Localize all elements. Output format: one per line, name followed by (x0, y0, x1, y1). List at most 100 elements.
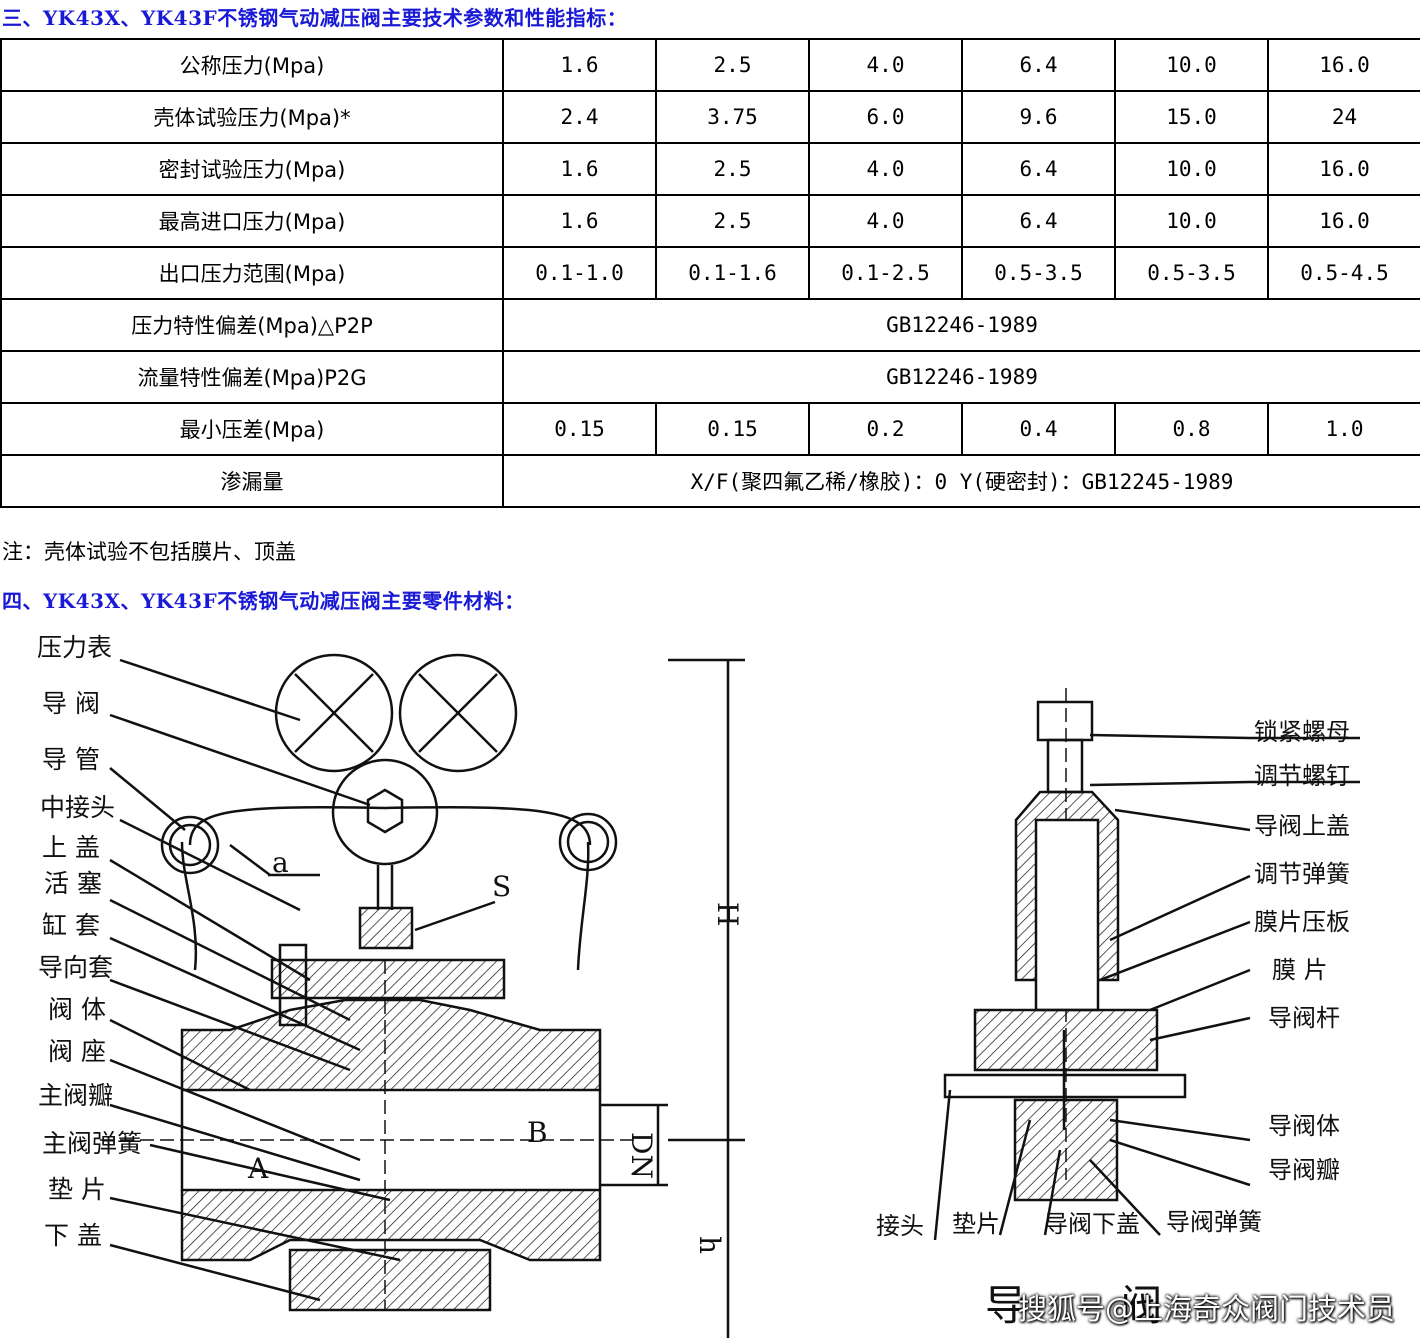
row-label: 最小压差(Mpa) (0, 402, 504, 456)
row-merged-value: GB12246-1989 (502, 298, 1420, 352)
row-value: 2.5 (655, 38, 810, 92)
row-label: 壳体试验压力(Mpa)* (0, 90, 504, 144)
row-value: 6.4 (961, 38, 1116, 92)
row-label: 公称压力(Mpa) (0, 38, 504, 92)
pilot-title: 导 阀 (985, 1281, 1203, 1330)
main-label-seat: 阀 座 (48, 1037, 106, 1066)
section3-heading: 三、YK43X、YK43F不锈钢气动减压阀主要技术参数和性能指标： (2, 6, 628, 30)
row-value: 1.6 (502, 194, 657, 248)
letter-s: S (492, 870, 511, 903)
row-value: 15.0 (1114, 90, 1269, 144)
row-label: 渗漏量 (0, 454, 504, 508)
row-value: 6.4 (961, 194, 1116, 248)
row-value: 10.0 (1114, 142, 1269, 196)
pilot-valve-sketch (933, 688, 1360, 1241)
row-value: 0.2 (808, 402, 963, 456)
row-value: 4.0 (808, 142, 963, 196)
valve-drawing: 压力表 导 阀 导 管 中接头 上 盖 活 塞 缸 套 导向套 阀 体 阀 座 … (37, 633, 1360, 1338)
pilot-label-bottom-cover: 导阀下盖 (1044, 1210, 1140, 1238)
row-value: 2.5 (655, 194, 810, 248)
pilot-label-body: 导阀体 (1268, 1112, 1340, 1140)
letter-b: B (527, 1116, 548, 1149)
row-value: 16.0 (1267, 194, 1420, 248)
pilot-label-gasket: 垫片 (952, 1210, 1000, 1238)
pilot-label-top-cover: 导阀上盖 (1254, 812, 1350, 840)
pilot-label-adjust-spring: 调节弹簧 (1254, 860, 1350, 888)
row-value: 1.6 (502, 38, 657, 92)
pilot-label-lock-nut: 锁紧螺母 (1254, 718, 1350, 746)
main-label-main-disc: 主阀瓣 (38, 1081, 113, 1110)
main-label-cylinder: 缸 套 (42, 911, 100, 940)
letter-dn: DN (625, 1132, 658, 1179)
main-label-body: 阀 体 (48, 995, 106, 1024)
row-value: 16.0 (1267, 142, 1420, 196)
row-label: 最高进口压力(Mpa) (0, 194, 504, 248)
letter-h-small: h (693, 1236, 726, 1254)
row-value: 0.1-1.6 (655, 246, 810, 300)
row-value: 0.1-1.0 (502, 246, 657, 300)
row-value: 4.0 (808, 194, 963, 248)
row-value: 0.4 (961, 402, 1116, 456)
pilot-label-adjust-screw: 调节螺钉 (1254, 762, 1350, 790)
pilot-label-diaphragm: 膜 片 (1272, 956, 1328, 984)
pilot-label-stem: 导阀杆 (1268, 1004, 1340, 1032)
row-label: 出口压力范围(Mpa) (0, 246, 504, 300)
row-value: 2.5 (655, 142, 810, 196)
section4-heading: 四、YK43X、YK43F不锈钢气动减压阀主要零件材料： (2, 589, 525, 613)
row-value: 10.0 (1114, 194, 1269, 248)
main-label-middle-joint: 中接头 (40, 793, 115, 822)
letter-a: a (272, 846, 289, 879)
row-value: 3.75 (655, 90, 810, 144)
pilot-label-diaphragm-plate: 膜片压板 (1254, 908, 1350, 936)
row-label: 密封试验压力(Mpa) (0, 142, 504, 196)
letter-a-big: A (247, 1152, 269, 1185)
main-label-piston: 活 塞 (44, 869, 102, 898)
row-value: 16.0 (1267, 38, 1420, 92)
main-label-guide: 导向套 (38, 953, 113, 982)
row-merged-value: X/F(聚四氟乙稀/橡胶)：0 Y(硬密封)：GB12245-1989 (502, 454, 1420, 508)
row-value: 0.8 (1114, 402, 1269, 456)
main-label-gauge: 压力表 (37, 633, 112, 662)
row-merged-value: GB12246-1989 (502, 350, 1420, 404)
row-value: 1.0 (1267, 402, 1420, 456)
watermark: 搜狐号@上海奇众阀门技术员 (1018, 1292, 1396, 1326)
row-value: 0.5-3.5 (1114, 246, 1269, 300)
row-label: 压力特性偏差(Mpa)△P2P (0, 298, 504, 352)
main-label-bottom-cover: 下 盖 (44, 1221, 102, 1250)
main-valve-sketch (100, 653, 745, 1338)
row-value: 6.4 (961, 142, 1116, 196)
main-label-top-cover: 上 盖 (42, 833, 100, 862)
row-value: 1.6 (502, 142, 657, 196)
row-value: 10.0 (1114, 38, 1269, 92)
main-label-gasket: 垫 片 (48, 1175, 106, 1204)
letter-h-big: H (711, 902, 744, 926)
row-value: 0.15 (502, 402, 657, 456)
pilot-label-disc: 导阀瓣 (1268, 1156, 1340, 1184)
main-label-tube: 导 管 (42, 745, 100, 774)
pilot-label-joint: 接头 (876, 1212, 924, 1240)
row-value: 0.5-4.5 (1267, 246, 1420, 300)
main-label-main-spring: 主阀弹簧 (42, 1129, 142, 1158)
row-value: 9.6 (961, 90, 1116, 144)
pilot-label-spring: 导阀弹簧 (1166, 1208, 1262, 1236)
row-value: 24 (1267, 90, 1420, 144)
row-value: 2.4 (502, 90, 657, 144)
row-label: 流量特性偏差(Mpa)P2G (0, 350, 504, 404)
row-value: 6.0 (808, 90, 963, 144)
row-value: 4.0 (808, 38, 963, 92)
row-value: 0.5-3.5 (961, 246, 1116, 300)
main-label-pilot: 导 阀 (42, 689, 100, 718)
table-note: 注：壳体试验不包括膜片、顶盖 (2, 540, 296, 564)
row-value: 0.15 (655, 402, 810, 456)
row-value: 0.1-2.5 (808, 246, 963, 300)
